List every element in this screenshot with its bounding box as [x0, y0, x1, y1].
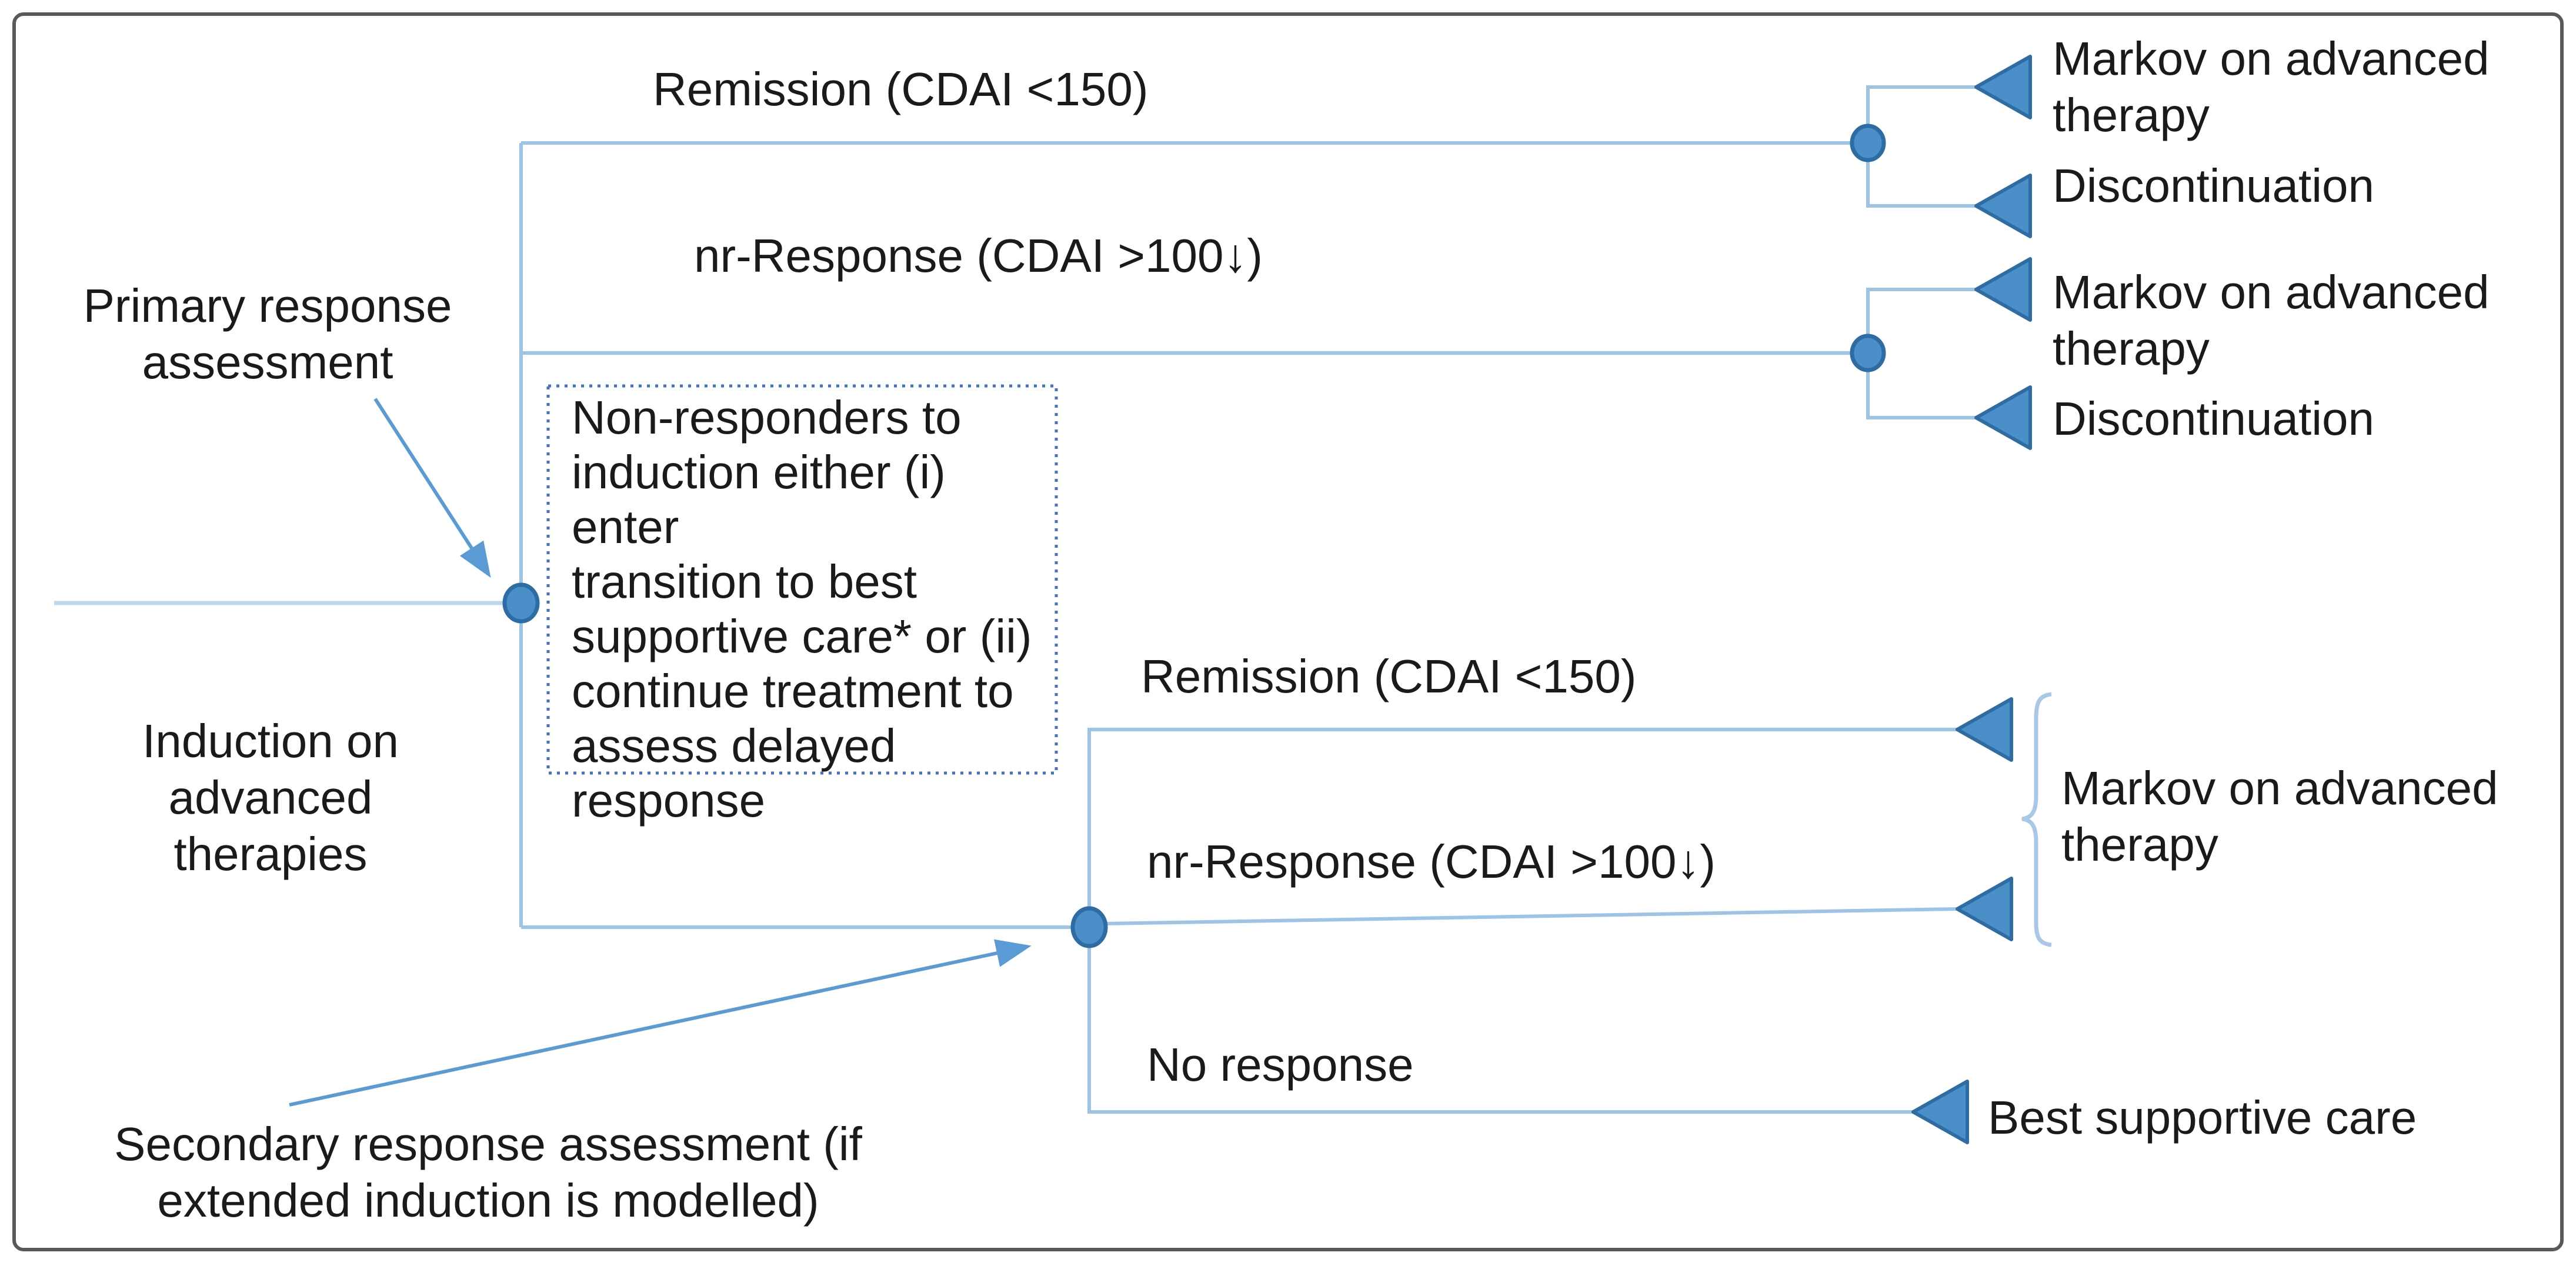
top-nr-response-label: nr-Response (CDAI >100↓)	[694, 229, 1263, 282]
brace-icon	[2021, 692, 2052, 947]
note-box	[546, 384, 1058, 775]
terminal-triangle-icon	[1974, 174, 2032, 238]
low-nr-response-label: nr-Response (CDAI >100↓)	[1147, 835, 1716, 888]
secondary-assessment-node-icon	[1070, 906, 1108, 948]
terminal-triangle-icon	[1956, 877, 2013, 941]
terminal-triangle-icon	[1974, 257, 2032, 322]
terminal-triangle-icon	[1911, 1080, 1969, 1144]
markov-endpoint-label: Markov on advanced therapy	[2061, 762, 2498, 871]
no-response-label: No response	[1147, 1038, 1414, 1091]
terminal-triangle-icon	[1974, 385, 2032, 450]
top-remission-node-icon	[1850, 124, 1886, 162]
top-remission-label: Remission (CDAI <150)	[653, 63, 1149, 115]
non-responders-note-text: Non-responders to induction either (i) e…	[572, 391, 1032, 827]
low-remission-label: Remission (CDAI <150)	[1141, 650, 1637, 702]
primary-assessment-annotation: Primary response assessment	[83, 279, 452, 388]
induction-annotation: Induction on advanced therapies	[142, 715, 399, 880]
terminal-triangle-icon	[1956, 697, 2013, 762]
best-supportive-care-label: Best supportive care	[1988, 1091, 2417, 1144]
low-nr-response-branch-line	[1104, 907, 1958, 925]
low-remission-branch-line	[1087, 728, 1957, 927]
discontinuation-endpoint-label: Discontinuation	[2053, 159, 2374, 212]
markov-endpoint-label: Markov on advanced therapy	[2053, 266, 2490, 375]
terminal-triangle-icon	[1974, 55, 2032, 119]
primary-annotation-arrow-icon	[373, 398, 491, 578]
markov-endpoint-label: Markov on advanced therapy	[2053, 32, 2490, 141]
figure-border	[12, 12, 2564, 1251]
discontinuation-endpoint-label: Discontinuation	[2053, 392, 2374, 445]
top-nr-response-node-icon	[1850, 334, 1886, 372]
secondary-annotation-arrow-icon	[289, 939, 1032, 1107]
no-response-branch-line	[1087, 927, 1913, 1114]
primary-assessment-node-icon	[502, 582, 540, 624]
secondary-assessment-annotation: Secondary response assessment (if extend…	[114, 1118, 862, 1227]
